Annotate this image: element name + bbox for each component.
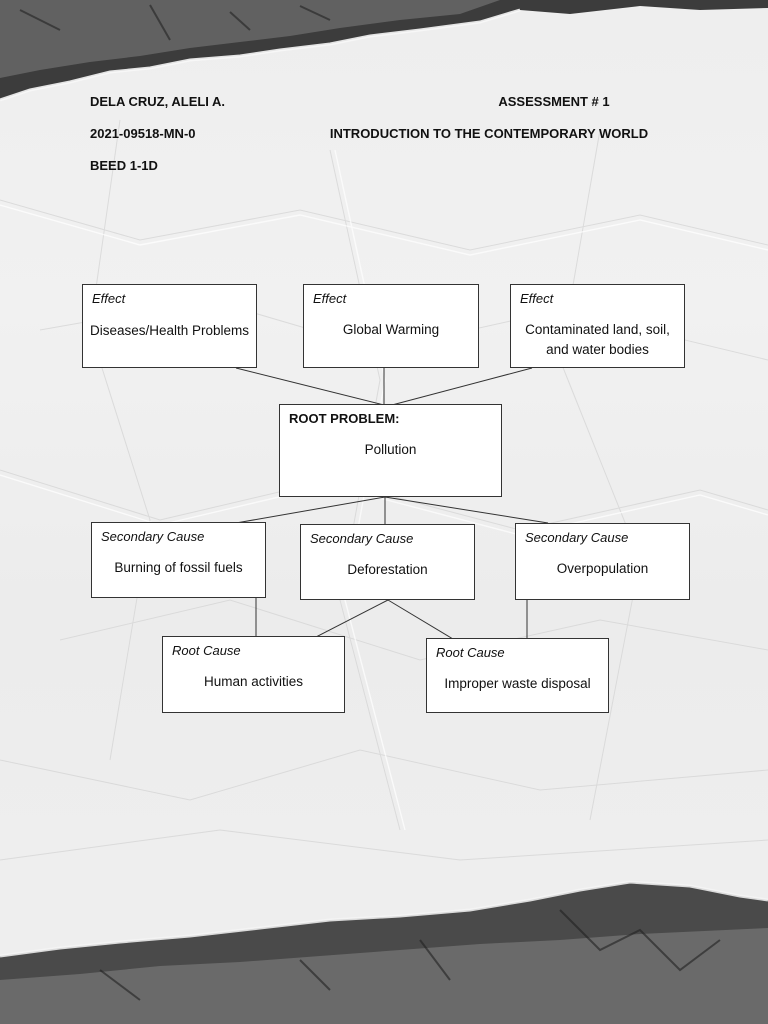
student-name: DELA CRUZ, ALELI A. — [90, 94, 226, 109]
effect-label: Effect — [520, 291, 554, 306]
effect-box-global-warming: Effect Global Warming — [303, 284, 479, 368]
root-cause-label: Root Cause — [172, 643, 241, 658]
torn-paper-bottom-edge — [0, 880, 768, 1024]
root-cause-box-human-activities: Root Cause Human activities — [162, 636, 345, 713]
secondary-cause-text: Overpopulation — [556, 561, 649, 576]
secondary-cause-label: Secondary Cause — [310, 531, 414, 546]
secondary-cause-text: Deforestation — [347, 562, 428, 577]
secondary-cause-box-overpopulation: Secondary Cause Overpopulation — [515, 523, 690, 600]
effect-box-diseases: Effect Diseases/Health Problems — [82, 284, 257, 368]
assessment-title: ASSESSMENT # 1 — [498, 94, 610, 109]
root-cause-text: Improper waste disposal — [444, 676, 591, 691]
secondary-cause-box-fossil-fuels: Secondary Cause Burning of fossil fuels — [91, 522, 266, 598]
effect-text: Contaminated land, soil, and water bodie… — [525, 322, 670, 357]
student-number: 2021-09518-MN-0 — [90, 126, 196, 141]
section-label: BEED 1-1D — [90, 158, 158, 173]
effect-label: Effect — [92, 291, 126, 306]
effect-text: Diseases/Health Problems — [89, 323, 250, 338]
root-cause-label: Root Cause — [436, 645, 505, 660]
effect-text: Global Warming — [342, 322, 440, 337]
effect-label: Effect — [313, 291, 347, 306]
root-cause-box-waste-disposal: Root Cause Improper waste disposal — [426, 638, 609, 713]
root-cause-text: Human activities — [203, 674, 304, 689]
root-problem-text: Pollution — [364, 442, 417, 457]
effect-box-contamination: Effect Contaminated land, soil, and wate… — [510, 284, 685, 368]
secondary-cause-label: Secondary Cause — [525, 530, 629, 545]
torn-paper-top-edge — [0, 0, 768, 102]
root-problem-box: ROOT PROBLEM: Pollution — [279, 404, 502, 497]
course-title: INTRODUCTION TO THE CONTEMPORARY WORLD — [329, 126, 649, 141]
root-problem-label: ROOT PROBLEM: — [289, 411, 400, 426]
secondary-cause-box-deforestation: Secondary Cause Deforestation — [300, 524, 475, 600]
secondary-cause-text: Burning of fossil fuels — [114, 560, 243, 575]
secondary-cause-label: Secondary Cause — [101, 529, 205, 544]
